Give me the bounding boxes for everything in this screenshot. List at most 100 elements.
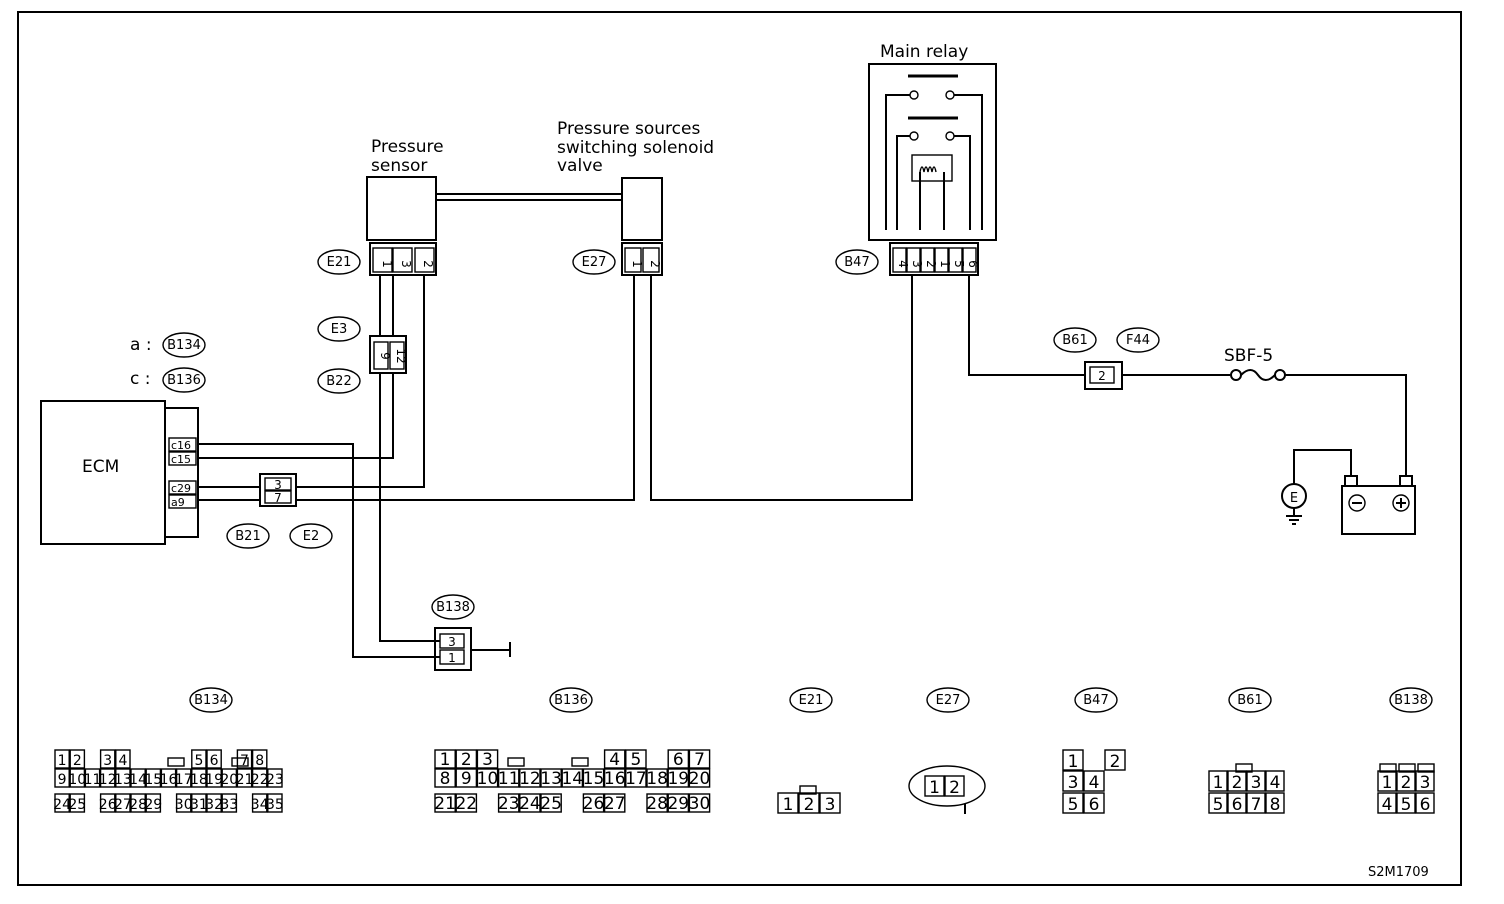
connector-view-e27-tag-oval [926, 687, 970, 713]
connector-view-b134-pin: 30 [175, 797, 193, 813]
connector-view-b138-pin: 1 [1382, 773, 1393, 793]
connector-view-b134-pin: 13 [114, 772, 132, 788]
ecm-pin-c16: c16 [171, 439, 191, 452]
connector-view-b136-pin: 18 [646, 769, 668, 789]
connector-view-b136-pin: 14 [561, 769, 583, 789]
connector-view-b136-pin: 2 [461, 750, 472, 770]
b47-pin-4: 4 [896, 260, 910, 268]
solenoid-label-line-3: valve [557, 156, 603, 176]
connector-view-b136-tag: B136 [554, 693, 588, 708]
connector-view-b134-pin: 20 [220, 772, 238, 788]
connector-view-b136-pin: 24 [519, 794, 541, 814]
e21-pin-2: 2 [421, 260, 435, 268]
connector-view-b136-pin: 30 [689, 794, 711, 814]
connector-view-pin-cell [777, 792, 799, 814]
connector-view-pin-cell [251, 768, 268, 788]
connector-view-e27-tag: E27 [936, 693, 961, 708]
b47-pin-cell [962, 247, 977, 273]
e3-b22-pin-9: 9 [378, 352, 392, 360]
fuse-terminal [1274, 369, 1286, 381]
connector-view-pin-cell [497, 793, 520, 813]
b21-tag: B21 [235, 529, 260, 544]
connector-view-e21-tag-oval [789, 687, 833, 713]
relay-coil [919, 166, 937, 173]
connector-view-pin-cell [236, 768, 253, 788]
connector-view-b138-pin: 2 [1401, 773, 1412, 793]
connector-view-pin-cell [497, 768, 520, 788]
connector-view-b136-pin: 17 [625, 769, 647, 789]
connector-view-pin-cell [667, 768, 690, 788]
connector-view-b136-pin: 1 [440, 750, 451, 770]
connector-view-b47-pin: 1 [1068, 752, 1079, 772]
connector-view-pin-cell [69, 793, 86, 813]
b22-tag: B22 [326, 374, 351, 389]
connector-view-b136-pin: 9 [461, 769, 472, 789]
connector-view-e27-pin: 2 [949, 778, 960, 798]
connector-view-b136-pin: 15 [583, 769, 605, 789]
connector-view-pin-cell [819, 792, 841, 814]
connector-view-pin-cell [175, 768, 192, 788]
connector-view-b134-pin: 12 [99, 772, 117, 788]
wire-b47-6-b61-2 [968, 275, 1085, 376]
e27-pin-1: 1 [630, 260, 644, 268]
e21-tag-oval [317, 249, 361, 275]
ecm-pin-a9: a9 [171, 496, 185, 509]
connector-view-pin-cell [1062, 770, 1084, 792]
connector-view-pin-cell [115, 768, 131, 788]
connector-view-b136-pin: 11 [498, 769, 520, 789]
connector-view-b134-pin: 28 [129, 797, 147, 813]
b21-e2-pin-cell [264, 477, 292, 491]
connector-view-pin-cell [1246, 792, 1266, 814]
connector-view-pin-cell [99, 749, 116, 769]
battery-negative-icon [1348, 494, 1366, 512]
connector-view-pin-cell [540, 793, 562, 813]
connector-view-b134-pin: 2 [73, 753, 82, 769]
connector-view-pin-cell [1246, 770, 1266, 792]
b61-tag-oval [1053, 327, 1097, 353]
connector-view-b134-pin: 3 [103, 753, 112, 769]
connector-view-b136-pin: 7 [694, 750, 705, 770]
connector-view-b138-pin: 3 [1420, 773, 1431, 793]
connector-view-b134-pin: 26 [99, 797, 117, 813]
connector-view-b61-tag-oval [1228, 687, 1272, 713]
connector-view-pin-cell [455, 749, 478, 769]
connector-view-b138-pin: 5 [1401, 795, 1412, 815]
e27-pin-cell [624, 247, 642, 273]
connector-view-pin-cell [1415, 792, 1435, 814]
solenoid-valve-box [621, 177, 663, 241]
connector-view-pin-cell [54, 768, 70, 788]
connector-view-pin-cell [540, 768, 562, 788]
connector-view-pin-cell [519, 793, 541, 813]
wire-c16-b138-1 [198, 443, 440, 658]
connector-view-pin-cell [130, 793, 146, 813]
b138-pin-3: 3 [448, 635, 456, 649]
connector-view-key [507, 757, 525, 767]
connector-view-b61-pin: 2 [1232, 773, 1243, 793]
connector-view-pin-cell [1377, 792, 1397, 814]
connector-view-b134-pin: 8 [255, 753, 264, 769]
connector-view-b61-pin: 4 [1270, 773, 1281, 793]
connector-view-pin-cell [924, 775, 945, 797]
connector-view-pin-cell [603, 768, 626, 788]
b21-e2-pin-3: 3 [274, 478, 282, 492]
connector-view-b134-pin: 1 [58, 753, 67, 769]
ecm-pin-slot [168, 437, 197, 452]
connector-view-pin-cell [434, 793, 456, 813]
connector-view-pin-cell [476, 749, 499, 769]
connector-view-b136-pin: 5 [630, 750, 641, 770]
connector-view-pin-cell [646, 768, 668, 788]
connector-view-b134-pin: 6 [210, 753, 219, 769]
connector-view-key [1417, 763, 1435, 773]
connector-view-pin-cell [130, 768, 146, 788]
wire-c15-e3-12 [198, 373, 394, 459]
connector-view-b47-pin: 3 [1068, 773, 1079, 793]
connector-view-b134-tag: B134 [194, 693, 228, 708]
connector-view-e27-pin: 1 [929, 778, 940, 798]
connector-view-b136-pin: 28 [646, 794, 668, 814]
b61-pin-2: 2 [1098, 369, 1106, 383]
e27-pin-2: 2 [648, 260, 662, 268]
connector-view-b61-pin: 8 [1270, 795, 1281, 815]
connector-view-pin-cell [221, 768, 238, 788]
